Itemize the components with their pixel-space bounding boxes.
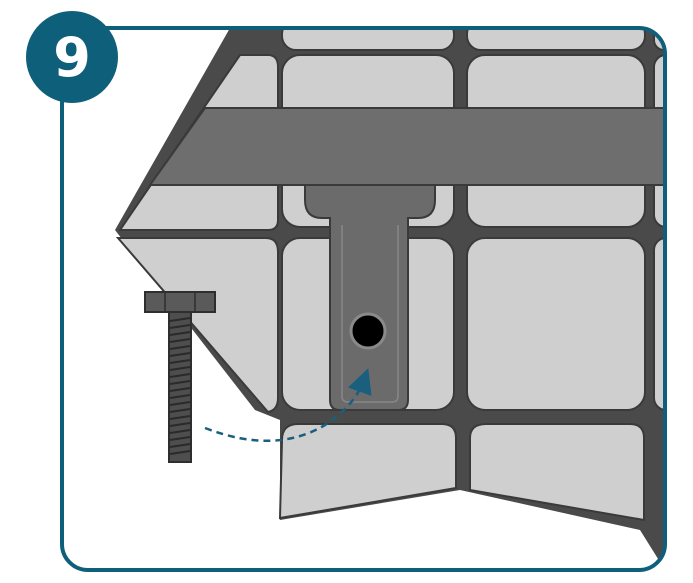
bolt-thread: [169, 366, 191, 371]
bolt-thread: [169, 429, 191, 434]
bracket-bolt-hole: [349, 312, 387, 350]
bolt-thread: [169, 352, 191, 357]
bolt-thread: [169, 359, 191, 364]
mounting-bracket: [304, 184, 436, 411]
bolt-thread: [169, 387, 191, 392]
bolt-thread: [169, 401, 191, 406]
carriage-bolt-icon: [144, 291, 216, 463]
bolt-thread: [169, 394, 191, 399]
bolt-thread: [169, 415, 191, 420]
bolt-thread: [169, 331, 191, 336]
bolt-thread: [169, 345, 191, 350]
step-number: 9: [53, 26, 91, 89]
tiles-bottom-row: [278, 423, 645, 522]
bolt-thread: [169, 317, 191, 322]
bolt-thread: [169, 422, 191, 427]
panel-border: [60, 26, 667, 572]
bracket-inner-line: [341, 225, 399, 403]
step-badge: 9: [26, 11, 118, 103]
bolt-thread: [169, 338, 191, 343]
bolt-thread: [169, 450, 191, 455]
bolt-thread: [169, 408, 191, 413]
bolt-thread: [169, 373, 191, 378]
insert-arrow-icon: [204, 368, 372, 442]
illustration-content: [115, 28, 665, 570]
bolt-thread: [169, 436, 191, 441]
bolt-thread: [169, 443, 191, 448]
tiles-top-row: [281, 28, 665, 51]
bolt-thread: [169, 324, 191, 329]
bolt-thread: [169, 380, 191, 385]
horizontal-rail: [148, 107, 665, 186]
